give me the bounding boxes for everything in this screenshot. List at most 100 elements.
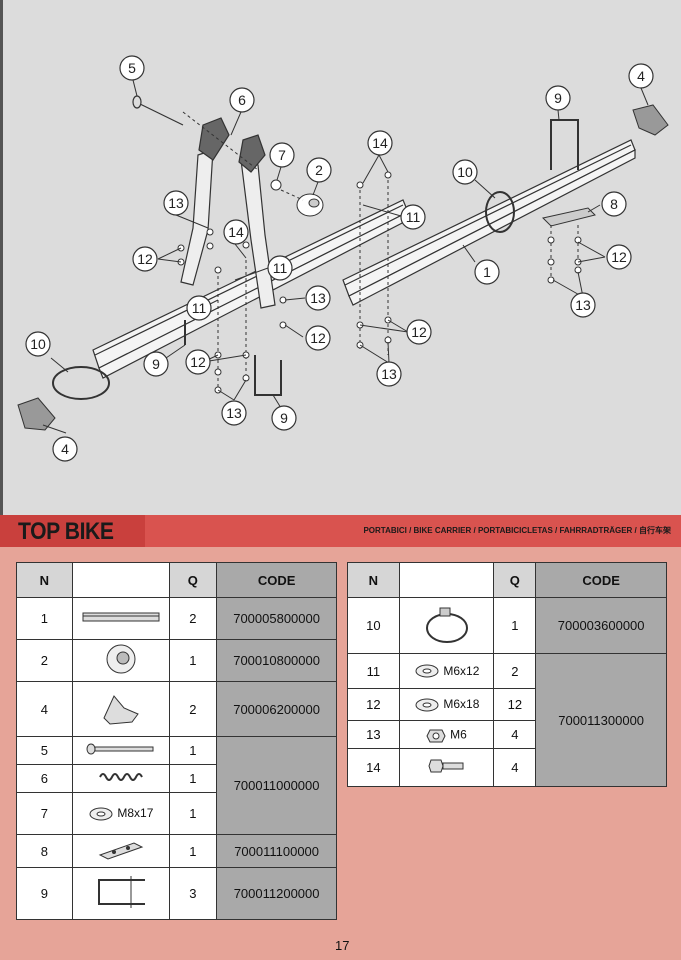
table-row: 2 1 700010800000: [16, 639, 337, 682]
svg-text:11: 11: [192, 300, 207, 316]
table-row: 7 M8x17 1: [16, 792, 337, 835]
frame-arms: [180, 117, 276, 309]
row-code: 700006200000: [216, 681, 337, 737]
col-q: Q: [168, 562, 218, 598]
nut-size-label: M6: [450, 726, 467, 741]
svg-text:10: 10: [457, 164, 473, 180]
strap-top: [485, 191, 515, 233]
row-q: 2: [493, 653, 537, 689]
row-code: 700011100000: [216, 834, 337, 868]
row-code: 700011200000: [216, 867, 337, 920]
title-box: TOP BIKE: [0, 515, 145, 547]
table-header-row: N Q CODE: [347, 562, 667, 598]
washer-icon: M8x17: [71, 792, 170, 835]
svg-text:1: 1: [483, 264, 491, 280]
strap-bottom: [52, 366, 110, 400]
assembly-lines: [182, 111, 579, 390]
row-q: 12: [493, 688, 537, 721]
table-row: 10 1 700003600000: [347, 597, 667, 654]
svg-text:14: 14: [228, 224, 244, 240]
title-banner: TOP BIKE PORTABICI / BIKE CARRIER / PORT…: [0, 515, 681, 547]
svg-text:8: 8: [610, 196, 618, 212]
callout-circles: [25, 55, 654, 462]
plate-8: [542, 207, 596, 227]
washer-7: [270, 179, 282, 191]
svg-text:11: 11: [273, 260, 288, 276]
svg-text:13: 13: [381, 366, 397, 382]
u-bolts: [184, 119, 579, 396]
col-image: [71, 562, 170, 598]
svg-text:13: 13: [226, 405, 242, 421]
svg-text:11: 11: [406, 209, 421, 225]
svg-text:4: 4: [61, 441, 69, 457]
row-q: 1: [168, 639, 218, 682]
row-n: 8: [16, 834, 73, 868]
row-n: 13: [347, 720, 400, 749]
wheel-holder-bottom: [17, 397, 56, 431]
washer-size-label: M8x17: [117, 806, 154, 821]
row-n: 11: [347, 653, 400, 689]
parts-table-right: N Q CODE 10 1 700003600000 11 M6x12 2 70…: [347, 562, 667, 787]
svg-text:13: 13: [168, 195, 184, 211]
row-q: 4: [493, 748, 537, 787]
row-n: 6: [16, 764, 73, 793]
col-n: N: [16, 562, 73, 598]
row-q: 1: [493, 597, 537, 654]
wheel-holder-icon: [71, 681, 170, 737]
bolt-5: [132, 95, 184, 126]
plate-icon: [71, 834, 170, 868]
washer-size-label: M6x12: [443, 663, 480, 678]
u-bolt-icon: [71, 867, 170, 920]
row-q: 4: [493, 720, 537, 749]
svg-text:10: 10: [30, 336, 46, 352]
row-n: 10: [347, 597, 400, 654]
col-n: N: [347, 562, 400, 598]
page-number: 17: [335, 938, 350, 953]
table-row: 14 4: [347, 748, 667, 787]
table-row: 5 1 700011000000: [16, 736, 337, 835]
table-row: 6 1: [16, 764, 337, 793]
table-row: 8 1 700011100000: [16, 834, 337, 868]
knob-2: [296, 193, 324, 217]
rail-left-part: [92, 199, 409, 379]
row-code: 700010800000: [216, 639, 337, 682]
bolt-icon: [71, 736, 170, 765]
table-row: 1 2 700005800000: [16, 597, 337, 640]
svg-text:12: 12: [137, 251, 153, 267]
table-row: 9 3 700011200000: [16, 867, 337, 920]
spring-icon: [71, 764, 170, 793]
screw-icon: [398, 748, 495, 787]
svg-text:13: 13: [575, 297, 591, 313]
row-n: 1: [16, 597, 73, 640]
row-q: 1: [168, 834, 218, 868]
row-q: 2: [168, 597, 218, 640]
leader-lines: [42, 79, 649, 434]
row-n: 12: [347, 688, 400, 721]
svg-text:9: 9: [152, 356, 160, 372]
nut-icon: M6: [398, 720, 495, 749]
svg-text:6: 6: [238, 92, 246, 108]
row-code: 700005800000: [216, 597, 337, 640]
row-n: 14: [347, 748, 400, 787]
exploded-diagram: 5 6 7 2 14 10 9 4 13 14 11 12 11 11 13 1…: [0, 0, 681, 515]
svg-text:9: 9: [280, 410, 288, 426]
callout-numbers: 5 6 7 2 14 10 9 4 13 14 11 12 11 11 13 1…: [30, 60, 645, 457]
col-code: CODE: [535, 562, 667, 598]
svg-text:9: 9: [554, 90, 562, 106]
row-code: 700011300000: [535, 653, 667, 787]
row-n: 4: [16, 681, 73, 737]
row-q: 2: [168, 681, 218, 737]
row-code: 700011000000: [216, 736, 337, 835]
parts-table-left: N Q CODE 1 2 700005800000 2 1 7000108000…: [16, 562, 337, 920]
svg-text:7: 7: [278, 147, 286, 163]
svg-text:12: 12: [611, 249, 627, 265]
washer-icon: M6x12: [398, 653, 495, 689]
strap-icon: [398, 597, 495, 654]
row-n: 9: [16, 867, 73, 920]
wheel-holder-top: [632, 104, 669, 136]
svg-text:2: 2: [315, 162, 323, 178]
page-title: TOP BIKE: [18, 518, 114, 545]
row-n: 7: [16, 792, 73, 835]
svg-text:13: 13: [310, 290, 326, 306]
svg-text:12: 12: [310, 330, 326, 346]
